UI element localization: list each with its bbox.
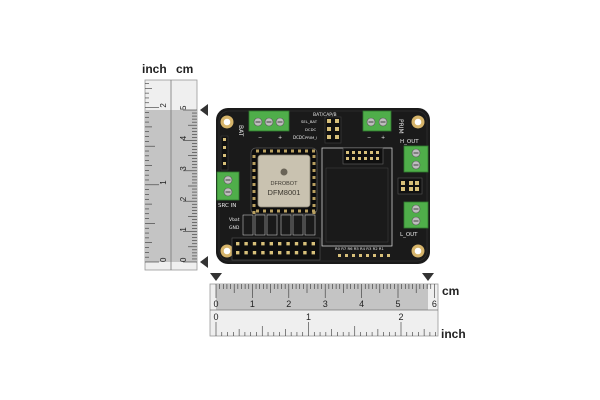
horizontal-ruler-inch-labels: 0 1 2 — [213, 312, 403, 322]
horizontal-ruler-unit-cm: cm — [442, 284, 459, 298]
horizontal-ruler-cm-label: 1 — [250, 299, 255, 309]
vbat-label: Vbat — [229, 217, 240, 223]
vertical-ruler-inch-labels: 0 1 2 — [159, 103, 168, 262]
vertical-ruler-inch-label: 0 — [159, 257, 168, 262]
bat-terminal-block — [248, 110, 290, 132]
h-out-terminal-block — [403, 145, 429, 173]
sel-bat-label: SEL_BAT — [301, 119, 318, 124]
vertical-ruler-cm-label: 4 — [179, 135, 188, 140]
pin-row-label: R0 R7 R6 R5 R4 R3 R2 R1 — [335, 246, 384, 251]
prim-label: PRIM — [397, 119, 404, 134]
src-in-label: SRC IN — [218, 203, 236, 209]
right-jumper-header — [397, 177, 423, 195]
horizontal-ruler-cm-label: 6 — [432, 299, 437, 309]
src-in-terminal-block — [216, 171, 240, 201]
horizontal-ruler-marker-right — [422, 273, 434, 281]
prim-plus: + — [381, 135, 385, 141]
selection-header — [324, 116, 342, 144]
mounting-holes — [220, 115, 425, 258]
dfrobot-logo-icon — [280, 168, 288, 176]
prim-minus: − — [367, 135, 371, 141]
vertical-ruler-cm-label: 3 — [179, 166, 188, 171]
horizontal-ruler-cm-labels: 0 1 2 3 4 5 6 — [213, 299, 436, 309]
dcdc-label: DCDC — [293, 135, 305, 140]
horizontal-ruler-cm-label: 0 — [213, 299, 218, 309]
horizontal-ruler-unit-inch: inch — [441, 327, 466, 341]
l-out-label: L_OUT — [400, 232, 418, 238]
vertical-ruler-cm-label: 1 — [179, 227, 188, 232]
vertical-ruler-unit-cm: cm — [176, 62, 193, 76]
horizontal-ruler-inch-label: 0 — [213, 312, 218, 322]
vertical-ruler-inch-label: 1 — [159, 180, 168, 185]
pcb-outline — [216, 108, 430, 264]
horizontal-ruler-inch-label: 1 — [306, 312, 311, 322]
bottom-pin-header — [231, 237, 321, 261]
prim-i-label: PRIM_I — [305, 135, 317, 140]
bottom-test-pads — [338, 254, 390, 257]
horizontal-ruler-cm-label: 3 — [323, 299, 328, 309]
right-component-area — [321, 147, 393, 247]
prim-terminal-block — [362, 110, 392, 132]
vertical-ruler-cm-label: 0 — [179, 257, 188, 262]
module-shield — [257, 154, 311, 208]
horizontal-ruler-cm-label: 2 — [286, 299, 291, 309]
vertical-ruler-marker-bottom — [200, 256, 208, 268]
vertical-ruler-cm-label: 5 — [179, 105, 188, 110]
horizontal-ruler-cm-label: 5 — [395, 299, 400, 309]
gpio-label-boxes — [242, 214, 316, 236]
module-model: DFM8001 — [268, 188, 301, 197]
pcb-board: BAT − + DCDC BAT/CAP/B SEL_BAT DCDC PRIM… — [216, 108, 430, 264]
l-out-terminal-block — [403, 201, 429, 229]
horizontal-ruler-shade — [216, 284, 428, 310]
module-brand: DFROBOT — [271, 181, 299, 187]
horizontal-ruler: 0 1 2 3 4 5 6 0 1 2 cm inch — [209, 273, 466, 341]
vertical-ruler-cm-label: 2 — [179, 196, 188, 201]
horizontal-ruler-ticks — [215, 284, 436, 336]
bat-label: BAT — [237, 125, 244, 137]
bat-minus: − — [258, 135, 262, 141]
h-out-label: H_OUT — [400, 139, 419, 145]
horizontal-ruler-cm-label: 4 — [359, 299, 364, 309]
vertical-ruler-marker-top — [200, 104, 208, 116]
vertical-ruler-inch-label: 2 — [159, 103, 168, 108]
horizontal-ruler-marker-left — [210, 273, 222, 281]
dfm8001-module: DFROBOT DFM8001 — [250, 147, 318, 215]
gnd-label: GND — [229, 225, 240, 231]
horizontal-ruler-inch-label: 2 — [398, 312, 403, 322]
module-castellation — [252, 149, 316, 214]
left-pin-header — [220, 135, 229, 171]
bat-plus: + — [278, 135, 282, 141]
vertical-ruler-cm-labels: 0 1 2 3 4 5 — [179, 105, 188, 262]
dcdc-jumper-label: DCDC — [305, 127, 316, 132]
vertical-ruler: inch cm 0 1 2 0 1 2 3 4 5 — [142, 62, 208, 271]
bat-cap-label: BAT/CAP/B — [313, 112, 337, 118]
vertical-ruler-unit-inch: inch — [142, 62, 167, 76]
vertical-ruler-ticks — [145, 83, 197, 263]
